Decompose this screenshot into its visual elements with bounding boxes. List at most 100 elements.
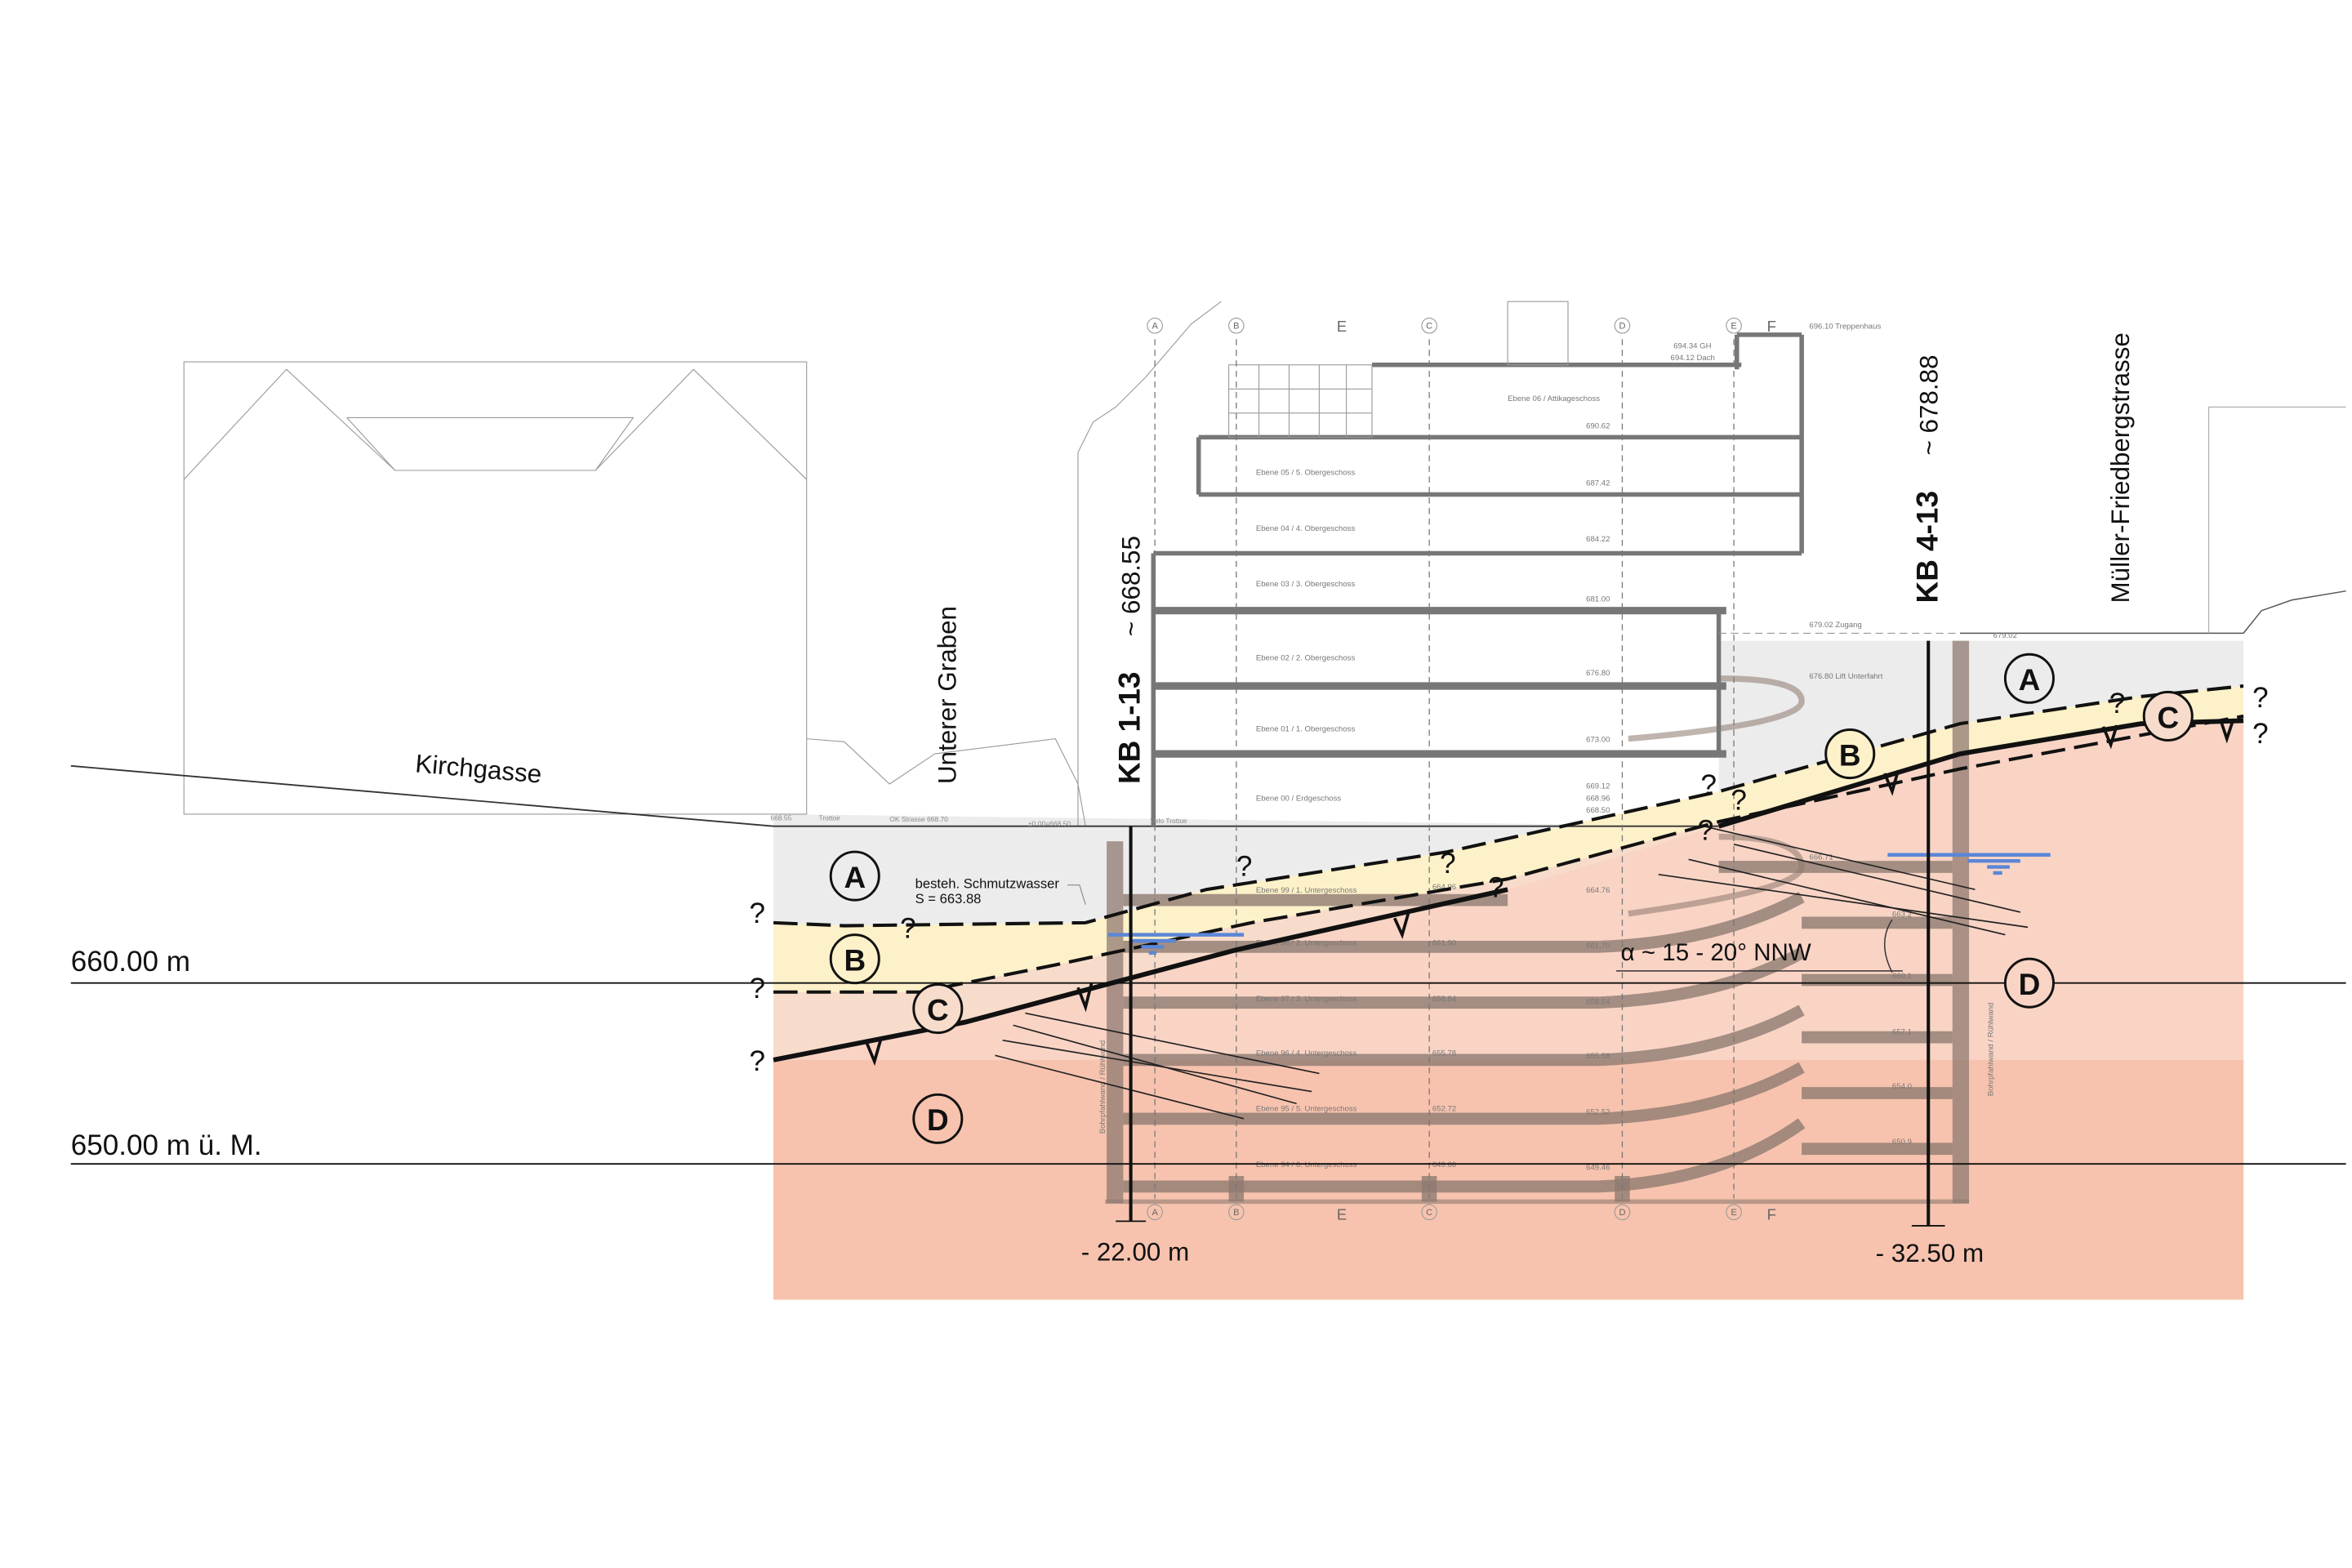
layer-a-marker: A — [829, 850, 880, 902]
level-elevation: 660.1 — [1892, 972, 1912, 981]
groundwater-level-right — [1887, 853, 2051, 875]
level-label: Ebene 02 / 2. Obergeschoss — [1256, 654, 1356, 663]
axis-label: B — [1233, 1208, 1239, 1218]
level-elevation: 676.80 — [1586, 669, 1610, 678]
svg-text:D: D — [927, 1103, 949, 1137]
sewer-level: S = 663.88 — [915, 891, 982, 906]
street-mueller-friedbergstrasse: Müller-Friedbergstrasse — [2106, 332, 2135, 603]
level-elevation: 681.00 — [1586, 595, 1610, 604]
wall-label-right: Bohrpfahlwand / Rühlwand — [1987, 1003, 1996, 1096]
level-elevation: 666.71 — [1809, 853, 1833, 862]
level-label: Ebene 01 / 1. Obergeschoss — [1256, 724, 1356, 733]
axis-label: F — [1767, 1206, 1776, 1223]
layer-a-marker-right: A — [2003, 653, 2055, 704]
kirchgasse-terrain — [70, 764, 1719, 827]
lower-level-labels: Ebene 99 / 1. Untergeschoss 664.96 664.7… — [1098, 853, 1995, 1172]
level-label: Ebene 00 / Erdgeschoss — [1256, 794, 1342, 803]
level-label: Ebene 05 / 5. Obergeschoss — [1256, 469, 1356, 478]
level-elevation: 661.90 — [1432, 939, 1456, 948]
level-label: Ebene 95 / 5. Untergeschoss — [1256, 1105, 1357, 1114]
question-mark: ? — [2252, 718, 2269, 750]
building-above-ground — [1151, 301, 1960, 1199]
level-elevation: 690.62 — [1586, 421, 1610, 430]
borehole-depth: - 32.50 m — [1876, 1239, 1984, 1267]
level-elevation: 668.50 — [1586, 806, 1610, 815]
roof-dach: 694.12 Dach — [1671, 354, 1715, 363]
boundary-c-d — [773, 887, 1508, 1062]
level-label: Ebene 94 / 6. Untergeschoss — [1256, 1160, 1357, 1169]
level-elevation: 661.70 — [1586, 942, 1610, 951]
level-label: Ebene 03 / 3. Obergeschoss — [1256, 580, 1356, 589]
street-level: 668.55 — [770, 813, 791, 822]
layer-c-marker: C — [912, 983, 964, 1035]
svg-text:B: B — [844, 944, 866, 978]
svg-text:A: A — [844, 861, 866, 894]
level-elevation: 658.84 — [1432, 995, 1457, 1004]
borehole-elevation: ~ 668.55 — [1117, 536, 1146, 636]
axis-label: E — [1337, 318, 1347, 335]
axis-label: E — [1731, 1208, 1736, 1218]
pile-wall-right — [1952, 640, 1970, 1204]
borehole-kb-4-13: KB 4-13 ~ 678.88 - 32.50 m — [1876, 355, 1984, 1268]
roof-treppenhaus: 696.10 Treppenhaus — [1809, 322, 1881, 331]
axis-label: B — [1233, 321, 1239, 331]
level-elevation: 649.66 — [1432, 1160, 1456, 1169]
street-levels: 668.55 Trottoir OK Strasse 668.70 ±0.00=… — [770, 813, 1187, 827]
question-mark: ? — [1698, 814, 1714, 846]
level-label: Ebene 04 / 4. Obergeschoss — [1256, 524, 1356, 533]
svg-text:B: B — [1839, 738, 1861, 772]
level-elevation: 669.12 — [1586, 782, 1610, 791]
level-elevation: 655.78 — [1432, 1049, 1456, 1058]
uncertainty-marks: ? ? ? ? ? ? ? ? ? ? ? ? ? — [750, 682, 2269, 1077]
level-elevation: 657.1 — [1892, 1027, 1912, 1036]
borehole-elevation: ~ 678.88 — [1914, 355, 1943, 456]
neighbor-house-left — [183, 301, 1222, 826]
question-mark: ? — [1236, 851, 1253, 883]
level-elevation: 650.9 — [1892, 1138, 1912, 1147]
svg-text:C: C — [927, 993, 949, 1027]
layer-b-marker: B — [829, 933, 880, 985]
axis-label: D — [1619, 321, 1625, 331]
svg-text:C: C — [2157, 701, 2179, 734]
level-elevation: 663.2 — [1892, 910, 1912, 919]
wall-label-left: Bohrpfahlwand / Rühlwand — [1098, 1040, 1107, 1134]
borehole-name: KB 4-13 — [1910, 491, 1944, 603]
layer-d-marker-right: D — [2003, 957, 2055, 1009]
pile-wall-left — [1107, 841, 1124, 1204]
question-mark: ? — [750, 973, 766, 1004]
elevation-label-650: 650.00 m ü. M. — [71, 1129, 262, 1161]
level-elevation: 664.76 — [1586, 886, 1610, 895]
borehole-kb-1-13: KB 1-13 ~ 668.55 - 22.00 m — [1081, 536, 1190, 1266]
level-elevation: 684.22 — [1586, 535, 1610, 544]
question-mark: ? — [2252, 682, 2269, 714]
level-elevation: 652.52 — [1586, 1107, 1610, 1116]
level-elevation: 655.58 — [1586, 1052, 1610, 1061]
upper-level-labels: Ebene 06 / Attikageschoss 690.62 Ebene 0… — [1256, 322, 2017, 815]
question-mark: ? — [1700, 769, 1717, 801]
level-elevation: 649.46 — [1586, 1164, 1610, 1173]
question-mark: ? — [750, 1045, 766, 1077]
boundary-a-b — [773, 684, 2244, 928]
question-mark: ? — [750, 898, 766, 929]
borehole-name: KB 1-13 — [1113, 672, 1147, 784]
question-mark: ? — [900, 912, 916, 944]
layer-c-marker-right: C — [2142, 690, 2194, 742]
axis-label: A — [1152, 1208, 1158, 1218]
axis-label: E — [1337, 1206, 1347, 1223]
axis-label: D — [1619, 1208, 1625, 1218]
zero-level-label: ±0.00=668.50 — [1028, 820, 1071, 828]
level-elevation: 664.96 — [1432, 883, 1456, 892]
elevation-label-660: 660.00 m — [71, 946, 190, 978]
level-label: Ebene 98 / 2. Untergeschoss — [1256, 939, 1357, 948]
axis-label: A — [1152, 321, 1158, 331]
level-label: Ebene 97 / 3. Untergeschoss — [1256, 995, 1357, 1004]
level-label: Ebene 96 / 4. Untergeschoss — [1256, 1049, 1357, 1058]
level-label: Ebene 06 / Attikageschoss — [1508, 394, 1600, 403]
trottoir-label: Trottoir — [818, 813, 840, 822]
layer-d-marker: D — [912, 1093, 964, 1144]
right-terrain — [1960, 590, 2346, 635]
level-elevation: 673.00 — [1586, 735, 1610, 744]
sewer-label: besteh. Schmutzwasser — [915, 875, 1060, 891]
layer-d-lower-fill — [773, 1059, 2244, 1300]
